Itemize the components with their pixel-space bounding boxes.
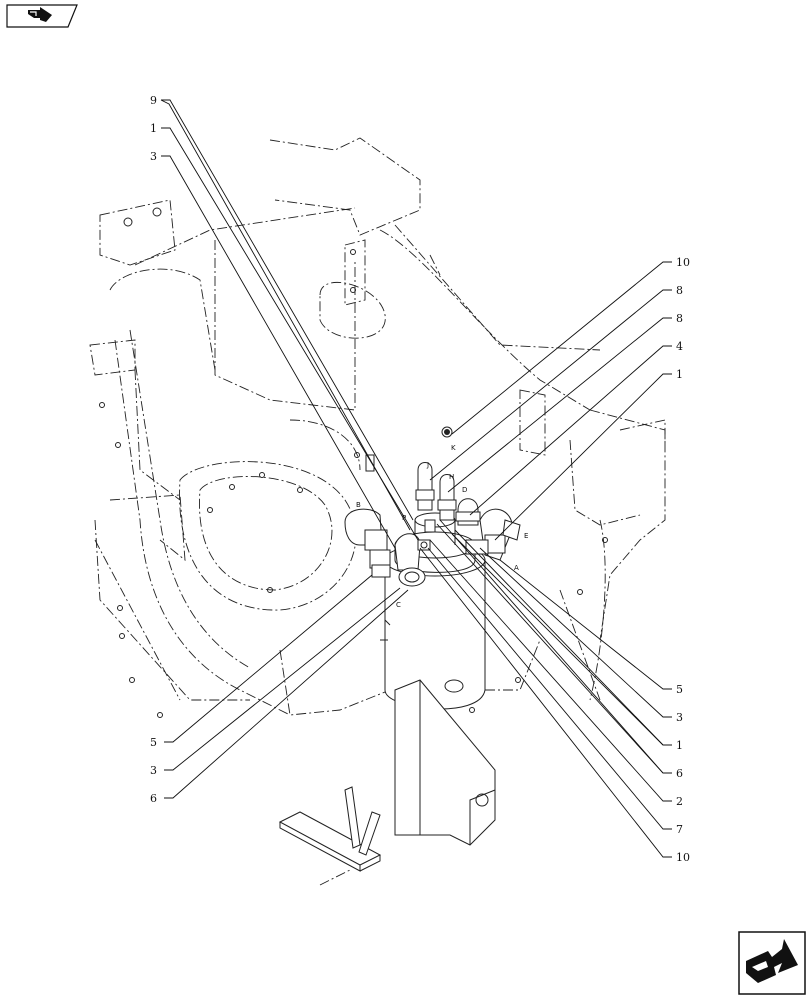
callout-right-7: 3 [676,711,683,724]
previous-page-arrow-icon [6,4,78,28]
callout-right-3: 8 [676,312,683,325]
callout-right-11: 7 [676,823,683,836]
callout-right-9: 6 [676,767,683,780]
right-callouts: 10 8 8 4 1 5 3 1 6 2 7 10 [676,256,690,864]
callout-right-8: 1 [676,739,683,752]
callout-left-3: 3 [150,150,157,163]
next-page-button[interactable] [738,931,806,995]
port-label-c: C [396,601,401,609]
port-label-h: H [449,473,454,481]
hose-fittings [344,426,521,587]
callout-right-2: 8 [676,284,683,297]
foreground-bracket [394,679,496,846]
pedal-assembly [278,786,382,886]
callout-right-6: 5 [676,683,683,696]
callout-right-4: 4 [676,340,683,353]
callout-left-1: 9 [150,94,157,107]
callout-right-10: 2 [676,795,683,808]
port-label-a: A [514,564,519,572]
callout-left-4: 5 [150,736,157,749]
port-label-p: P [402,514,406,522]
callout-right-12: 10 [676,851,690,864]
left-callouts: 9 1 3 5 3 6 [150,94,157,805]
port-label-e: E [524,532,528,540]
chassis-frame [89,137,666,716]
leader-lines [160,99,672,858]
port-label-b: B [356,501,361,509]
frame-bolt-holes [99,207,608,718]
callout-right-1: 10 [676,256,690,269]
callout-left-6: 6 [150,792,157,805]
callout-left-5: 3 [150,764,157,777]
port-label-k: K [451,444,456,452]
next-page-arrow-icon [738,931,806,995]
port-labels: K J H D B E A C P [356,444,528,609]
callout-left-2: 1 [150,122,157,135]
port-label-j: J [426,461,429,469]
port-label-d: D [462,486,467,494]
previous-page-button[interactable] [6,4,78,28]
callout-right-5: 1 [676,368,683,381]
